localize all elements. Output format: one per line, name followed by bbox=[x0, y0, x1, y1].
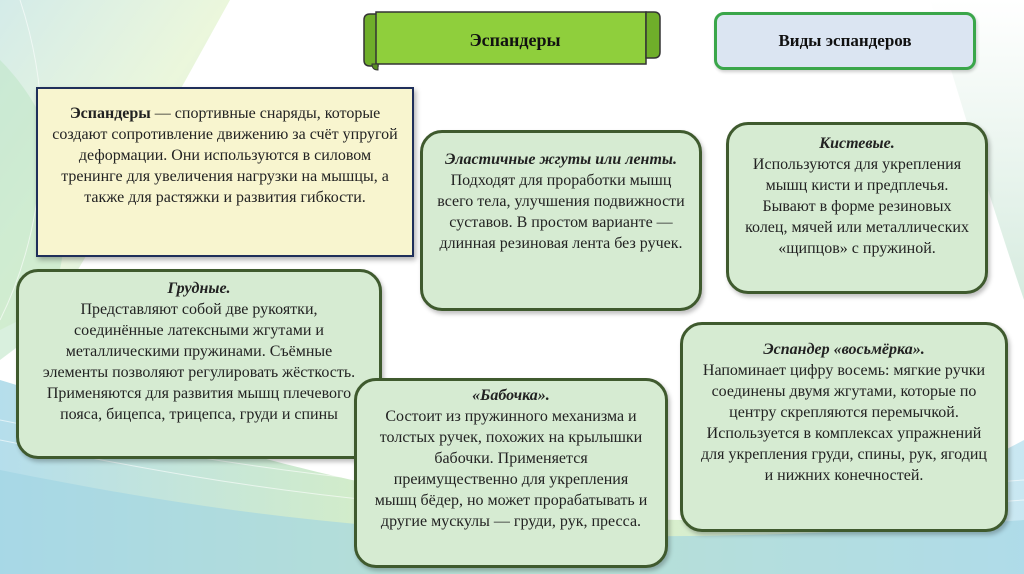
card-butterfly: «Бабочка». Состоит из пружинного механиз… bbox=[354, 378, 668, 568]
card-title: Эластичные жгуты или ленты. bbox=[445, 151, 677, 168]
card-text: Представляют собой две рукоятки, соединё… bbox=[42, 301, 356, 423]
page-title: Эспандеры bbox=[469, 30, 561, 50]
card-chest: Грудные. Представляют собой две рукоятки… bbox=[16, 269, 382, 459]
title-scroll-banner bbox=[363, 11, 661, 71]
card-text: Подходят для проработки мышц всего тела,… bbox=[437, 172, 685, 252]
definition-text: — спортивные снаряды, которые создают со… bbox=[52, 105, 398, 206]
card-title: Эспандер «восьмёрка». bbox=[763, 341, 925, 358]
kinds-header: Виды эспандеров bbox=[714, 12, 976, 70]
card-title: Кистевые. bbox=[819, 135, 895, 152]
definition-box: Эспандеры — спортивные снаряды, которые … bbox=[36, 87, 414, 257]
card-title: Грудные. bbox=[167, 280, 231, 297]
card-title: «Бабочка». bbox=[472, 387, 550, 404]
card-elastic-bands: Эластичные жгуты или ленты. Подходят для… bbox=[420, 130, 702, 311]
kinds-header-label: Виды эспандеров bbox=[778, 31, 912, 50]
definition-term: Эспандеры bbox=[69, 105, 151, 122]
card-text: Используются для укрепления мышц кисти и… bbox=[745, 156, 969, 257]
card-text: Напоминает цифру восемь: мягкие ручки со… bbox=[701, 362, 987, 484]
card-figure-eight: Эспандер «восьмёрка». Напоминает цифру в… bbox=[680, 322, 1008, 532]
card-wrist: Кистевые. Используются для укрепления мы… bbox=[726, 122, 988, 294]
card-text: Состоит из пружинного механизма и толсты… bbox=[374, 408, 648, 530]
